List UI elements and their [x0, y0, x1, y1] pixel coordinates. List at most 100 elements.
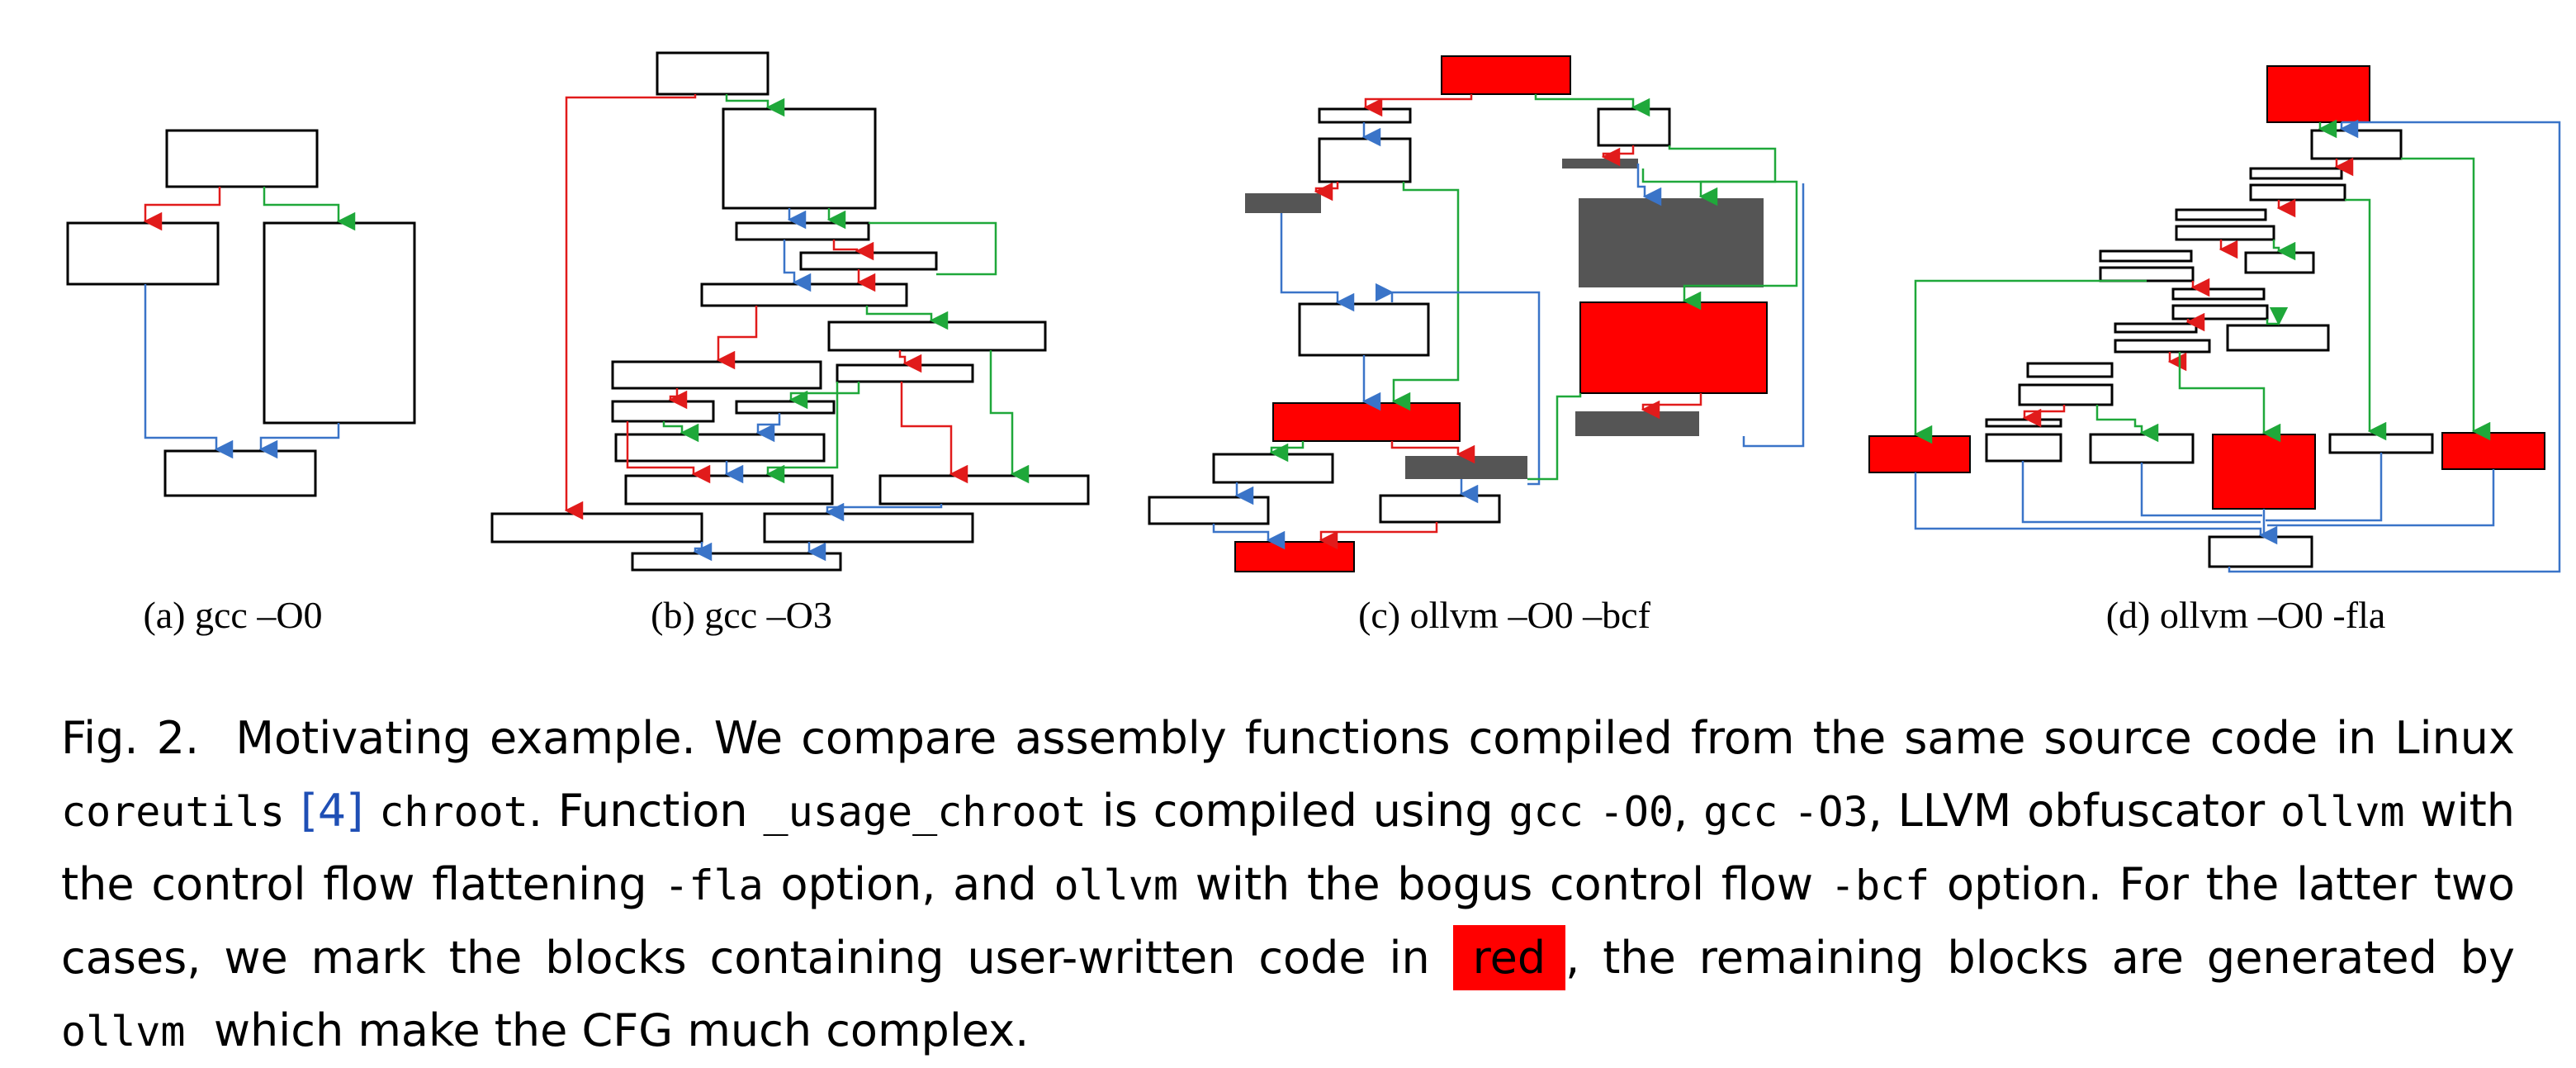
caption-text: Motivating example. We compare assembly …	[235, 712, 2515, 764]
cfg-block-user	[1441, 55, 1571, 95]
cfg-block	[799, 251, 938, 271]
caption-text: which make the CFG much complex.	[213, 1004, 1030, 1056]
subfigure-label-a: (a) gcc –O0	[143, 594, 323, 636]
cfg-edge-true	[865, 306, 949, 330]
caption-code: ollvm	[1054, 862, 1178, 909]
cfg-block-user	[2266, 65, 2370, 123]
cfg-block	[611, 400, 715, 423]
cfg-graph-d	[1868, 65, 2561, 573]
caption-code: gcc	[1703, 788, 1778, 836]
cfg-edge	[2140, 463, 2262, 517]
cfg-edge-true	[869, 221, 997, 276]
cfg-edge-false	[898, 350, 922, 373]
cfg-edge-true	[2401, 157, 2491, 441]
cfg-edge	[1914, 472, 2278, 545]
cfg-block	[1985, 418, 2062, 428]
cfg-block	[2328, 433, 2434, 454]
caption-code: -bcf	[1830, 862, 1930, 909]
cfg-block-user	[2212, 434, 2316, 510]
cfg-block-generated	[1579, 198, 1764, 287]
cfg-edge	[1280, 213, 1355, 312]
cfg-edge-false	[1641, 393, 1702, 420]
caption-text: option. For the latter two cases, we mar…	[61, 858, 2516, 984]
cfg-edge	[693, 542, 713, 562]
cfg-block-generated	[1562, 159, 1638, 169]
cfg-block	[2208, 535, 2313, 568]
citation-link[interactable]: [4]	[301, 785, 364, 837]
cfg-edge-true	[2272, 240, 2296, 261]
cfg-edge-true	[2095, 405, 2159, 443]
cfg-edge-false	[1363, 94, 1473, 117]
cfg-edge-true	[2345, 198, 2387, 441]
cfg-block	[2244, 251, 2315, 274]
cfg-block	[2175, 208, 2267, 221]
cfg-edge-true	[263, 187, 356, 231]
cfg-edge-true	[788, 382, 860, 410]
cfg-edge	[1742, 183, 1805, 448]
caption-code: -O3	[1793, 788, 1868, 836]
subfigure-label-d: (d) ollvm –O0 -fla	[2105, 594, 2386, 636]
caption-text: is compiled using	[1101, 785, 1494, 837]
cfg-figure	[66, 51, 2561, 573]
cfg-block-generated	[1405, 456, 1527, 479]
cfg-block	[1148, 496, 1270, 525]
subfigure-label-c: (c) ollvm –O0 –bcf	[1358, 594, 1650, 636]
cfg-block	[1379, 494, 1501, 524]
cfg-edge	[825, 502, 943, 522]
cfg-block	[763, 512, 974, 543]
cfg-edge-true	[989, 350, 1030, 484]
cfg-edge-false	[1319, 522, 1438, 550]
cfg-block	[2018, 383, 2114, 406]
cfg-block	[735, 221, 870, 241]
cfg-edge	[258, 423, 340, 459]
cfg-block-generated	[1245, 193, 1321, 213]
cfg-block	[1212, 453, 1334, 484]
cfg-block-user	[1579, 301, 1768, 394]
cfg-edge-false	[2022, 405, 2066, 428]
cfg-block	[2249, 183, 2346, 202]
cfg-edge-true	[1534, 94, 1650, 117]
cfg-block	[1597, 107, 1671, 147]
cfg-block	[1298, 302, 1430, 357]
citation-bracket: [	[300, 785, 318, 837]
cfg-block	[66, 221, 220, 286]
cfg-block	[490, 512, 703, 543]
caption-text: with the control flow flattening	[61, 785, 2516, 910]
cfg-block	[163, 449, 317, 497]
cfg-block	[2114, 339, 2211, 354]
cfg-block	[1318, 137, 1412, 183]
cfg-block	[1985, 433, 2062, 463]
cfg-block	[2089, 433, 2195, 464]
cfg-block	[2226, 324, 2330, 352]
cfg-edge-true	[1391, 182, 1460, 411]
cfg-block	[2099, 266, 2195, 282]
cfg-edge-true	[765, 382, 839, 484]
cfg-edge-true	[1269, 441, 1305, 463]
cfg-block-generated	[1575, 411, 1699, 436]
cfg-block	[2171, 304, 2269, 320]
cfg-graph-a	[66, 129, 416, 497]
cfg-edge-true	[2178, 352, 2281, 443]
cfg-block	[2099, 249, 2193, 263]
cfg-edge-true	[725, 94, 785, 117]
cfg-block	[656, 51, 769, 96]
citation-bracket: ]	[346, 785, 364, 837]
cfg-edge-false	[143, 187, 221, 231]
cfg-block	[263, 221, 416, 425]
cfg-edge	[783, 240, 812, 292]
caption-code: ollvm	[2280, 788, 2405, 836]
cfg-block	[624, 474, 834, 506]
cfg-edge	[755, 413, 781, 443]
caption-code: coreutils	[61, 788, 285, 836]
cfg-edge	[1212, 524, 1286, 550]
cfg-block	[836, 363, 974, 383]
caption-text: ,	[1674, 785, 1688, 837]
cfg-block	[165, 129, 319, 188]
cfg-block	[878, 474, 1090, 506]
cfg-block	[2171, 287, 2266, 301]
cfg-edge-false	[1601, 145, 1635, 167]
caption-code: ollvm	[61, 1008, 186, 1056]
cfg-edge	[2266, 453, 2383, 522]
cfg-edge	[2021, 461, 2261, 524]
cfg-edge-true	[1668, 145, 1777, 206]
